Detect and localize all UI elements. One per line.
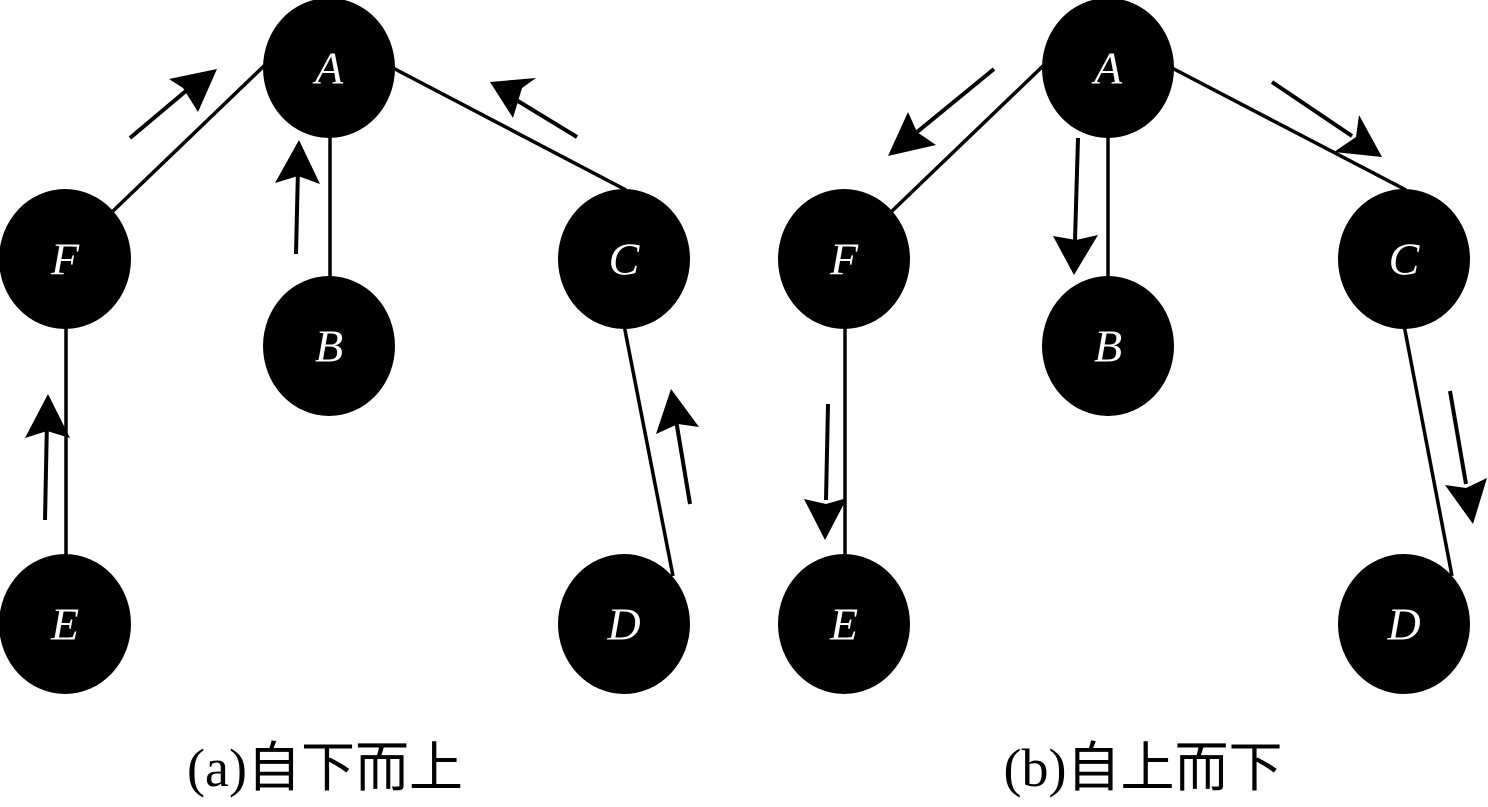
svg-text:E: E bbox=[829, 599, 858, 650]
arrow-a-C-to-A bbox=[490, 78, 579, 139]
node-a-B: B bbox=[263, 276, 395, 416]
node-a-E: E bbox=[0, 554, 131, 694]
panel-a: A F B C E D (a)自下而上 bbox=[0, 0, 699, 798]
node-b-A: A bbox=[1042, 0, 1174, 138]
node-a-D: D bbox=[558, 554, 690, 694]
node-a-C: C bbox=[558, 189, 690, 329]
node-b-B: B bbox=[1042, 276, 1174, 416]
svg-text:A: A bbox=[1091, 43, 1123, 94]
arrow-b-A-to-F bbox=[888, 67, 996, 156]
svg-text:D: D bbox=[606, 599, 640, 650]
panel-b: A F B C E D (b)自上而下 bbox=[778, 0, 1487, 798]
edge-a-A-C bbox=[392, 66, 627, 192]
arrow-b-C-to-D bbox=[1445, 390, 1487, 524]
svg-text:D: D bbox=[1386, 599, 1420, 650]
edge-a-C-D bbox=[622, 324, 675, 577]
edge-b-C-D bbox=[1402, 324, 1454, 577]
node-b-C: C bbox=[1338, 189, 1470, 329]
svg-text:E: E bbox=[50, 599, 79, 650]
node-a-F: F bbox=[0, 189, 131, 329]
arrow-b-F-to-E bbox=[804, 403, 847, 540]
arrow-a-E-to-F bbox=[25, 394, 70, 521]
node-b-F: F bbox=[778, 189, 910, 329]
node-a-A: A bbox=[263, 0, 395, 138]
caption-a: (a)自下而上 bbox=[187, 738, 463, 798]
caption-b: (b)自上而下 bbox=[1004, 738, 1283, 798]
svg-text:F: F bbox=[50, 234, 80, 285]
svg-text:C: C bbox=[609, 234, 641, 285]
edge-b-A-C bbox=[1171, 66, 1407, 192]
arrow-a-D-to-C bbox=[656, 389, 699, 505]
arrow-a-F-to-A bbox=[128, 69, 217, 140]
svg-text:F: F bbox=[829, 234, 859, 285]
arrow-a-B-to-A bbox=[275, 140, 320, 255]
edge-b-A-F bbox=[889, 63, 1046, 214]
node-b-E: E bbox=[778, 554, 910, 694]
svg-text:B: B bbox=[1094, 321, 1122, 372]
node-b-D: D bbox=[1338, 554, 1470, 694]
arrow-b-A-to-C bbox=[1270, 80, 1382, 157]
arrow-b-A-to-B bbox=[1053, 137, 1098, 275]
svg-text:B: B bbox=[315, 321, 343, 372]
svg-text:A: A bbox=[312, 43, 344, 94]
svg-text:C: C bbox=[1389, 234, 1421, 285]
edge-a-A-F bbox=[110, 63, 267, 214]
